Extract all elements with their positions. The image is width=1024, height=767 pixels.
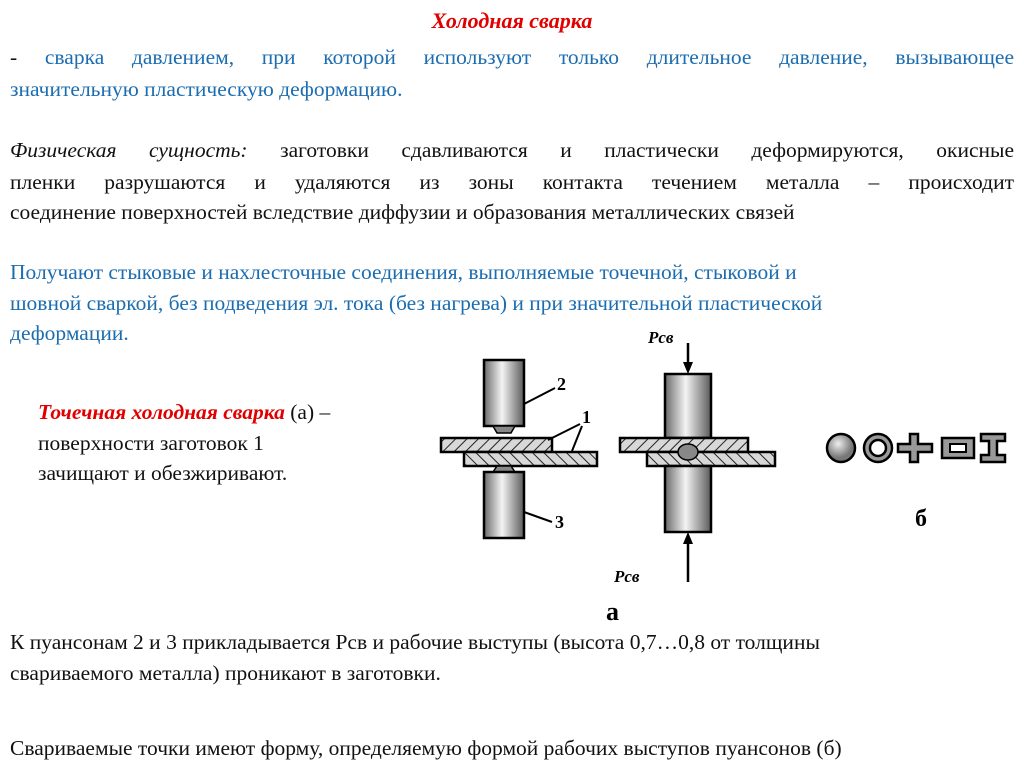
caption-b: б [915,506,927,532]
definition-dash: - [10,45,18,69]
workpiece-bottom [462,450,599,468]
force-arrow-bottom [683,532,693,582]
label-1: 1 [582,407,591,427]
shape-rectangle [940,436,976,460]
definition-line-2: значительную пластическую деформацию. [10,77,403,101]
workpiece-bottom-pressed [645,450,777,468]
spot-label: Точечная холодная сварка [38,400,285,424]
spot-line-2: поверхности заготовок 1 [38,431,264,455]
physical-text: заготовки сдавливаются и пластически деф… [280,138,1014,162]
joints-line-2: шовной сваркой, без подведения эл. тока … [10,291,823,315]
shape-circle [825,432,857,464]
punch-top-pressed [663,372,713,440]
physical-line-2: пленки разрушаются и удаляются из зоны к… [10,170,1014,194]
spot-line-1: Точечная холодная сварка (а) – [38,399,330,425]
physical-line-1: Физическая сущность: заготовки сдавливаю… [10,137,1014,163]
punch-bottom-pressed [663,464,713,534]
spot-line-3: зачищают и обезжиривают. [38,461,288,485]
shape-i-beam [979,432,1007,464]
slide-title: Холодная сварка [431,8,593,33]
force-label-bottom: Рсв [613,567,640,586]
caption-a: а [606,597,619,626]
physical-line-3: соединение поверхностей вследствие диффу… [10,200,795,224]
points-line-1: Свариваемые точки имеют форму, определяе… [10,736,842,760]
shape-ring [862,432,894,464]
definition-line-1: - сварка давлением, при которой использу… [10,44,1014,70]
label-2: 2 [557,374,566,394]
workpiece-top [439,436,554,454]
force-label-top: Рсв [647,328,674,347]
joints-line-3: деформации. [10,321,129,345]
force-arrow-top [683,343,693,374]
punch-2 [482,358,526,434]
shape-cross [896,432,934,464]
punch-3 [482,465,526,540]
label-3: 3 [555,512,564,532]
punches-line-1: К пуансонам 2 и 3 прикладывается Рсв и р… [10,630,820,654]
spot-rest: (а) – [284,400,331,424]
punches-line-2: свариваемого металла) проникают в загото… [10,661,441,685]
definition-text: сварка давлением, при которой используют… [44,45,1015,69]
joints-line-1: Получают стыковые и нахлесточные соедине… [10,260,797,284]
physical-label: Физическая сущность: [10,138,248,162]
